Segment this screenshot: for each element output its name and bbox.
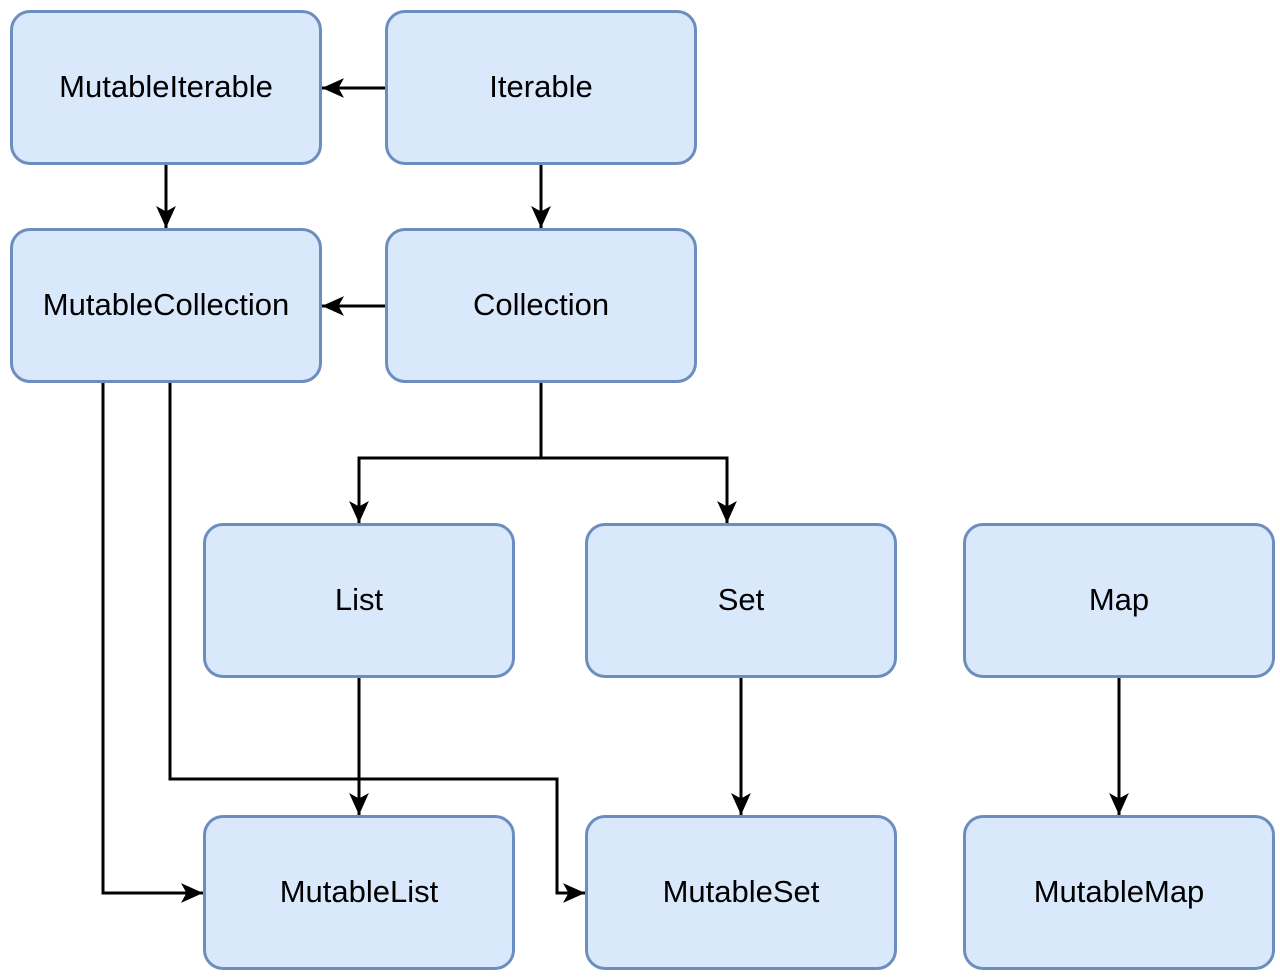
node-label: Set [717,582,765,618]
node-label: MutableIterable [59,69,273,105]
node-mutable-iterable: MutableIterable [10,10,322,165]
node-mutable-map: MutableMap [963,815,1275,970]
node-mutable-list: MutableList [203,815,515,970]
edge-collection-to-set [539,383,737,523]
node-label: MutableMap [1033,874,1205,910]
node-label: MutableSet [662,874,820,910]
node-label: Iterable [489,69,593,105]
node-label: MutableList [279,874,439,910]
node-label: MutableCollection [42,287,290,323]
node-collection: Collection [385,228,697,383]
node-set: Set [585,523,897,678]
node-map: Map [963,523,1275,678]
node-label: Map [1088,582,1150,618]
node-mutable-set: MutableSet [585,815,897,970]
node-list: List [203,523,515,678]
node-label: List [334,582,384,618]
node-label: Collection [472,287,610,323]
edge-mutablecollection-to-mutablelist [101,383,203,903]
node-mutable-collection: MutableCollection [10,228,322,383]
edge-collection-to-list [349,383,543,523]
node-iterable: Iterable [385,10,697,165]
